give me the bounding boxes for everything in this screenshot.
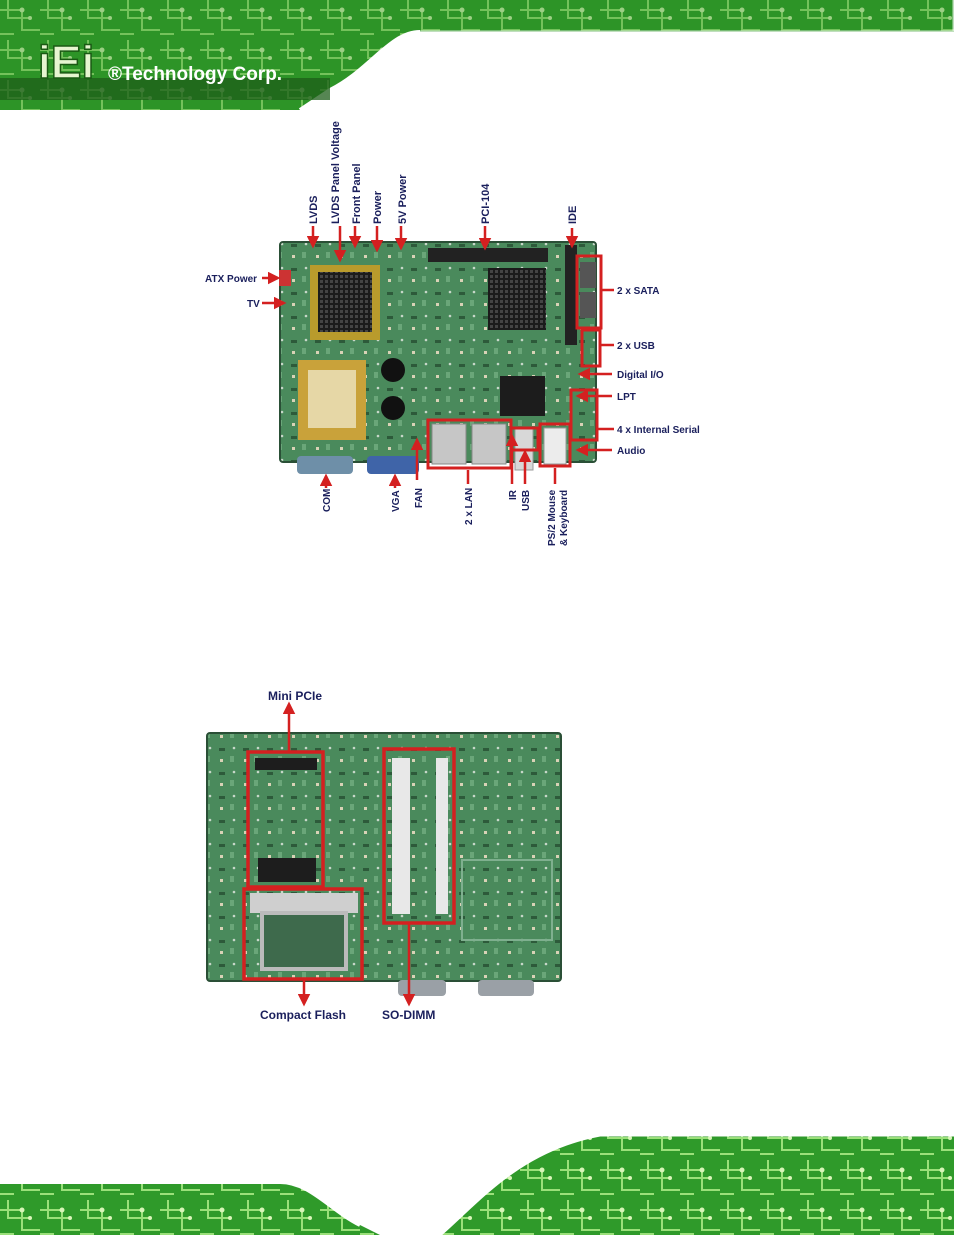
label-2x-usb: 2 x USB bbox=[617, 341, 655, 352]
label-fan: FAN bbox=[414, 488, 425, 508]
label-pci104: PCI-104 bbox=[480, 183, 492, 224]
label-lvds-panel-voltage: LVDS Panel Voltage bbox=[330, 121, 342, 224]
label-compact-flash: Compact Flash bbox=[260, 1008, 346, 1022]
box-usb2 bbox=[580, 328, 602, 368]
label-ide: IDE bbox=[567, 206, 579, 224]
label-so-dimm: SO-DIMM bbox=[382, 1008, 435, 1022]
bottom-figure-labels: Mini PCIe Compact Flash SO-DIMM bbox=[260, 689, 435, 1022]
label-mini-pcie: Mini PCIe bbox=[268, 689, 322, 703]
label-ps2-mouse: PS/2 Mouse bbox=[547, 489, 558, 546]
label-ps2-keyboard: & Keyboard bbox=[559, 490, 570, 546]
label-audio: Audio bbox=[617, 446, 645, 457]
label-vga: VGA bbox=[391, 490, 402, 512]
label-ir: IR bbox=[508, 489, 519, 500]
label-tv: TV bbox=[247, 299, 260, 310]
label-com: COM bbox=[322, 489, 333, 512]
left-labels: ATX Power TV bbox=[205, 271, 287, 310]
label-lvds: LVDS bbox=[308, 195, 320, 224]
company-name: ®Technology Corp. bbox=[108, 64, 282, 85]
label-5v-power: 5V Power bbox=[397, 174, 409, 224]
right-labels: 2 x SATA 2 x USB Digital I/O LPT 4 x Int… bbox=[575, 286, 700, 457]
label-usb: USB bbox=[521, 490, 532, 511]
label-power: Power bbox=[372, 190, 384, 224]
bottom-labels: COM VGA FAN 2 x LAN IR USB PS/2 Mouse & … bbox=[319, 433, 570, 546]
label-front-panel: Front Panel bbox=[351, 163, 363, 224]
header-banner: iEi ®Technology Corp. bbox=[0, 0, 954, 112]
logo-text: iEi bbox=[38, 36, 94, 88]
top-labels: LVDS LVDS Panel Voltage Front Panel Powe… bbox=[306, 121, 579, 263]
label-digital-io: Digital I/O bbox=[617, 370, 664, 381]
box-so-dimm bbox=[382, 747, 456, 925]
label-4x-internal-serial: 4 x Internal Serial bbox=[617, 425, 700, 436]
iei-logo: iEi bbox=[37, 35, 95, 89]
footer-banner bbox=[0, 1133, 954, 1235]
board-front-photo bbox=[279, 241, 597, 474]
label-lpt: LPT bbox=[617, 392, 636, 403]
label-2x-lan: 2 x LAN bbox=[464, 488, 475, 525]
box-mini-pcie bbox=[246, 750, 325, 889]
box-ps2 bbox=[538, 422, 572, 468]
box-sata bbox=[575, 254, 603, 330]
label-atx-power: ATX Power bbox=[205, 274, 257, 285]
label-2x-sata: 2 x SATA bbox=[617, 286, 659, 297]
